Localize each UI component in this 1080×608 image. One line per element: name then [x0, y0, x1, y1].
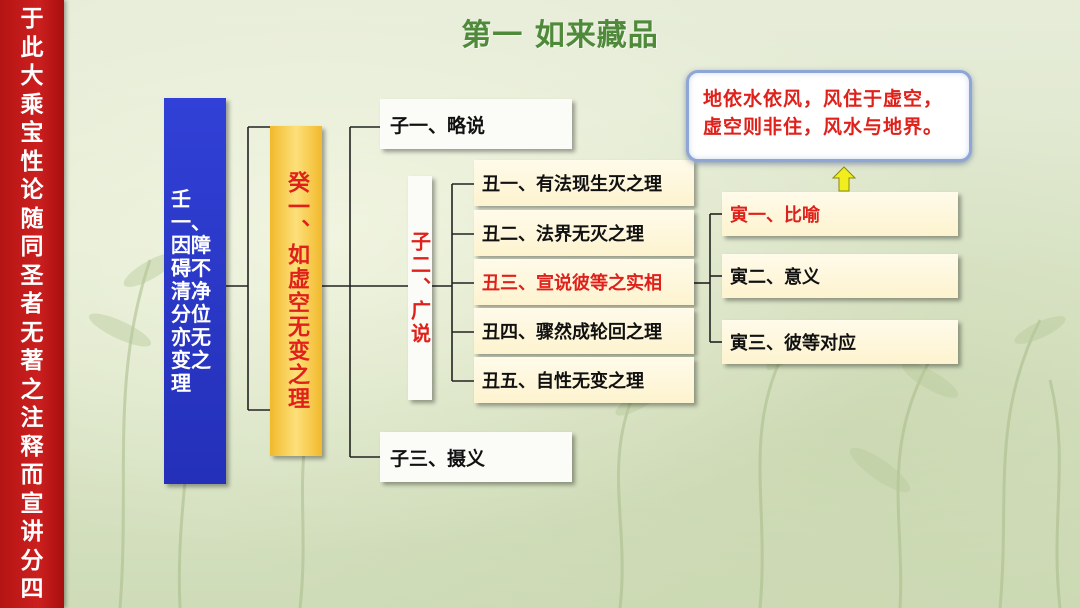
node-chou-label: 丑三、宣说彼等之实相 [482, 273, 662, 294]
node-yin: 寅二、意义 [722, 254, 958, 298]
sidebar-vertical-title: 于此大乘宝性论随同圣者无著之注释而宣讲分四 [0, 0, 64, 608]
node-chou: 丑一、有法现生灭之理 [474, 160, 694, 206]
node-yin-label: 寅三、彼等对应 [730, 333, 856, 354]
page-title: 第一 如来藏品 [461, 18, 659, 53]
sidebar-char: 宝 [20, 120, 44, 146]
sidebar-char: 于 [20, 6, 44, 32]
node-chou-label: 丑二、法界无灭之理 [482, 224, 644, 245]
sidebar-char: 而 [20, 462, 44, 488]
node-yin-label: 寅一、比喻 [730, 205, 820, 226]
node-yin: 寅三、彼等对应 [722, 320, 958, 364]
sidebar-char: 乘 [20, 91, 44, 118]
sidebar-char: 著 [20, 348, 44, 374]
node-zi1-label: 子一、略说 [390, 114, 486, 137]
verse-callout: 地依水依风，风住于虚空， 虚空则非住，风水与地界。 [686, 70, 972, 162]
sidebar-char: 性 [20, 148, 44, 175]
node-chou: 丑四、骤然成轮回之理 [474, 308, 694, 354]
node-zi2-label: 子二、广说 [407, 230, 432, 346]
node-zi3-label: 子三、摄义 [390, 447, 486, 470]
node-zi3: 子三、摄义 [380, 432, 572, 482]
node-chou: 丑三、宣说彼等之实相 [474, 259, 694, 305]
sidebar-char: 宣 [20, 490, 44, 517]
sidebar-char: 讲 [20, 519, 44, 545]
sidebar-char: 之 [20, 376, 44, 403]
node-yin-label: 寅二、意义 [730, 267, 820, 288]
node-chou-label: 丑四、骤然成轮回之理 [482, 322, 662, 343]
sidebar-char: 无 [20, 319, 44, 346]
verse-line-1: 地依水依风，风住于虚空， [703, 88, 944, 110]
node-chou: 丑二、法界无灭之理 [474, 210, 694, 256]
sidebar-char: 注 [20, 405, 44, 431]
sidebar-char: 圣 [20, 262, 44, 289]
verse-line-2: 虚空则非住，风水与地界。 [703, 116, 944, 138]
node-chou-label: 丑一、有法现生灭之理 [482, 174, 662, 195]
node-gui-label: 癸一、如虚空无变之理 [284, 171, 309, 411]
node-zi2: 子二、广说 [408, 176, 432, 400]
sidebar-char: 同 [20, 234, 44, 260]
sidebar-char: 四 [20, 576, 44, 602]
sidebar-char: 此 [20, 34, 44, 61]
node-gui: 癸一、如虚空无变之理 [270, 126, 322, 456]
root-node-ren: 壬一、因障碍不清净分位亦无变之理 [164, 98, 226, 484]
sidebar-char: 论 [20, 177, 44, 203]
sidebar-char: 者 [20, 291, 44, 317]
sidebar-char: 大 [20, 63, 44, 89]
node-yin: 寅一、比喻 [722, 192, 958, 236]
node-chou: 丑五、自性无变之理 [474, 357, 694, 403]
sidebar-char: 随 [20, 205, 44, 232]
root-node-label: 壬一、因障碍不清净分位亦无变之理 [171, 186, 211, 395]
sidebar-char: 分 [20, 547, 44, 574]
node-chou-label: 丑五、自性无变之理 [482, 371, 644, 392]
up-arrow-icon [832, 166, 856, 192]
node-zi1: 子一、略说 [380, 99, 572, 149]
sidebar-char: 释 [20, 433, 44, 460]
